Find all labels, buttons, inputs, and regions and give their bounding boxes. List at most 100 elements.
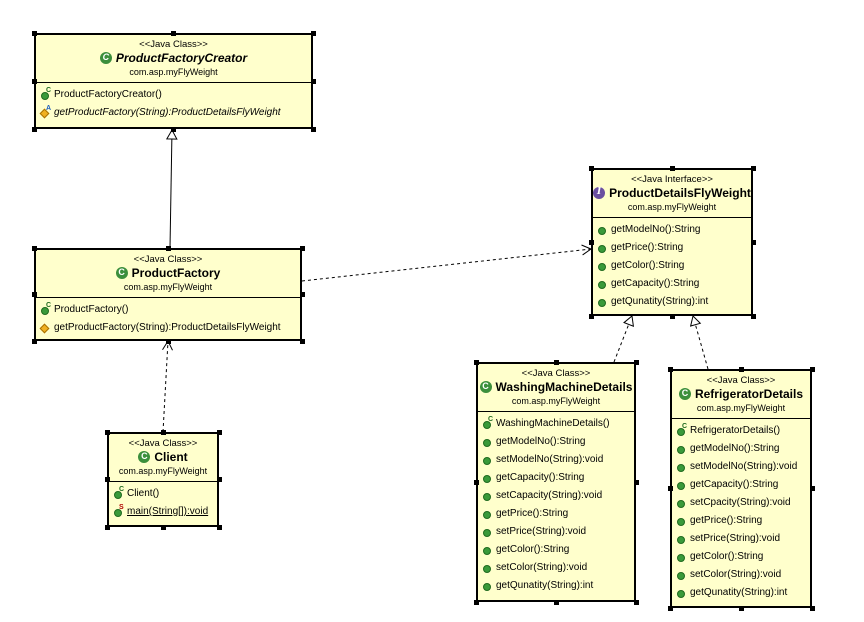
selection-handle[interactable] — [670, 314, 675, 319]
selection-handle[interactable] — [634, 480, 639, 485]
selection-handle[interactable] — [217, 525, 222, 530]
selection-handle[interactable] — [300, 339, 305, 344]
selection-handle[interactable] — [554, 360, 559, 365]
selection-handle[interactable] — [300, 246, 305, 251]
member-row[interactable]: setModelNo(String):void — [482, 451, 630, 469]
edge-realization-washingmachine-to-flyweight[interactable] — [613, 315, 634, 363]
selection-handle[interactable] — [171, 31, 176, 36]
member-row[interactable]: setModelNo(String):void — [676, 458, 806, 476]
selection-handle[interactable] — [668, 606, 673, 611]
selection-handle[interactable] — [589, 166, 594, 171]
member-row[interactable]: getColor():String — [482, 541, 630, 559]
member-row[interactable]: getPrice():String — [482, 505, 630, 523]
selection-handle[interactable] — [474, 600, 479, 605]
member-row[interactable]: getQunatity(String):int — [676, 584, 806, 602]
member-row[interactable]: getColor():String — [676, 548, 806, 566]
selection-handle[interactable] — [668, 367, 673, 372]
selection-handle[interactable] — [751, 240, 756, 245]
member-row[interactable]: getColor():String — [597, 257, 747, 275]
member-row[interactable]: getModelNo():String — [597, 221, 747, 239]
selection-handle[interactable] — [105, 477, 110, 482]
selection-handle[interactable] — [171, 127, 176, 132]
edge-realization-refrigerator-to-flyweight[interactable] — [689, 315, 709, 370]
selection-handle[interactable] — [32, 339, 37, 344]
member-row[interactable]: getCapacity():String — [482, 469, 630, 487]
selection-handle[interactable] — [105, 430, 110, 435]
selection-handle[interactable] — [311, 31, 316, 36]
package-label: com.asp.myFlyWeight — [123, 282, 213, 292]
edge-dependency-client-to-productfactory[interactable] — [162, 339, 173, 433]
member-row[interactable]: getQunatity(String):int — [482, 577, 630, 595]
selection-handle[interactable] — [634, 600, 639, 605]
package-label: com.asp.myFlyWeight — [129, 67, 218, 77]
member-row[interactable]: setColor(String):void — [676, 566, 806, 584]
member-row[interactable]: setCpacity(String):void — [676, 494, 806, 512]
selection-handle[interactable] — [32, 292, 37, 297]
member-row[interactable]: setPrice(String):void — [482, 523, 630, 541]
selection-handle[interactable] — [32, 127, 37, 132]
selection-handle[interactable] — [32, 79, 37, 84]
selection-handle[interactable] — [474, 360, 479, 365]
member-row[interactable]: getModelNo():String — [676, 440, 806, 458]
member-row[interactable]: setCapacity(String):void — [482, 487, 630, 505]
member-row[interactable]: setColor(String):void — [482, 559, 630, 577]
selection-handle[interactable] — [311, 79, 316, 84]
selection-handle[interactable] — [166, 246, 171, 251]
public-method-icon — [482, 545, 493, 556]
selection-handle[interactable] — [739, 367, 744, 372]
selection-handle[interactable] — [217, 477, 222, 482]
class-icon: C — [138, 450, 151, 463]
selection-handle[interactable] — [810, 606, 815, 611]
selection-handle[interactable] — [161, 430, 166, 435]
selection-handle[interactable] — [554, 600, 559, 605]
member-row[interactable]: setPrice(String):void — [676, 530, 806, 548]
selection-handle[interactable] — [739, 606, 744, 611]
package-label: com.asp.myFlyWeight — [696, 403, 786, 413]
selection-handle[interactable] — [105, 525, 110, 530]
selection-handle[interactable] — [474, 480, 479, 485]
selection-handle[interactable] — [751, 314, 756, 319]
edge-generalization-productfactory-to-creator[interactable] — [165, 128, 178, 249]
selection-handle[interactable] — [166, 339, 171, 344]
member-row[interactable]: getProductFactory(String):ProductDetails… — [39, 319, 296, 337]
selection-handle[interactable] — [589, 240, 594, 245]
selection-handle[interactable] — [810, 486, 815, 491]
selection-handle[interactable] — [670, 166, 675, 171]
selection-handle[interactable] — [668, 486, 673, 491]
selection-handle[interactable] — [217, 430, 222, 435]
selection-handle[interactable] — [32, 31, 37, 36]
member-row[interactable]: getQunatity(String):int — [597, 293, 747, 311]
selection-handle[interactable] — [751, 166, 756, 171]
selection-handle[interactable] — [32, 246, 37, 251]
member-row[interactable]: getCapacity():String — [597, 275, 747, 293]
member-row[interactable]: getPrice():String — [676, 512, 806, 530]
member-row[interactable]: getPrice():String — [597, 239, 747, 257]
selection-handle[interactable] — [300, 292, 305, 297]
selection-handle[interactable] — [810, 367, 815, 372]
member-row[interactable]: getModelNo():String — [482, 433, 630, 451]
selection-handle[interactable] — [634, 360, 639, 365]
selection-handle[interactable] — [161, 525, 166, 530]
selection-handle[interactable] — [311, 127, 316, 132]
member-row[interactable]: getCapacity():String — [676, 476, 806, 494]
edge-dependency-productfactory-to-flyweight[interactable] — [301, 244, 593, 282]
selection-handle[interactable] — [589, 314, 594, 319]
